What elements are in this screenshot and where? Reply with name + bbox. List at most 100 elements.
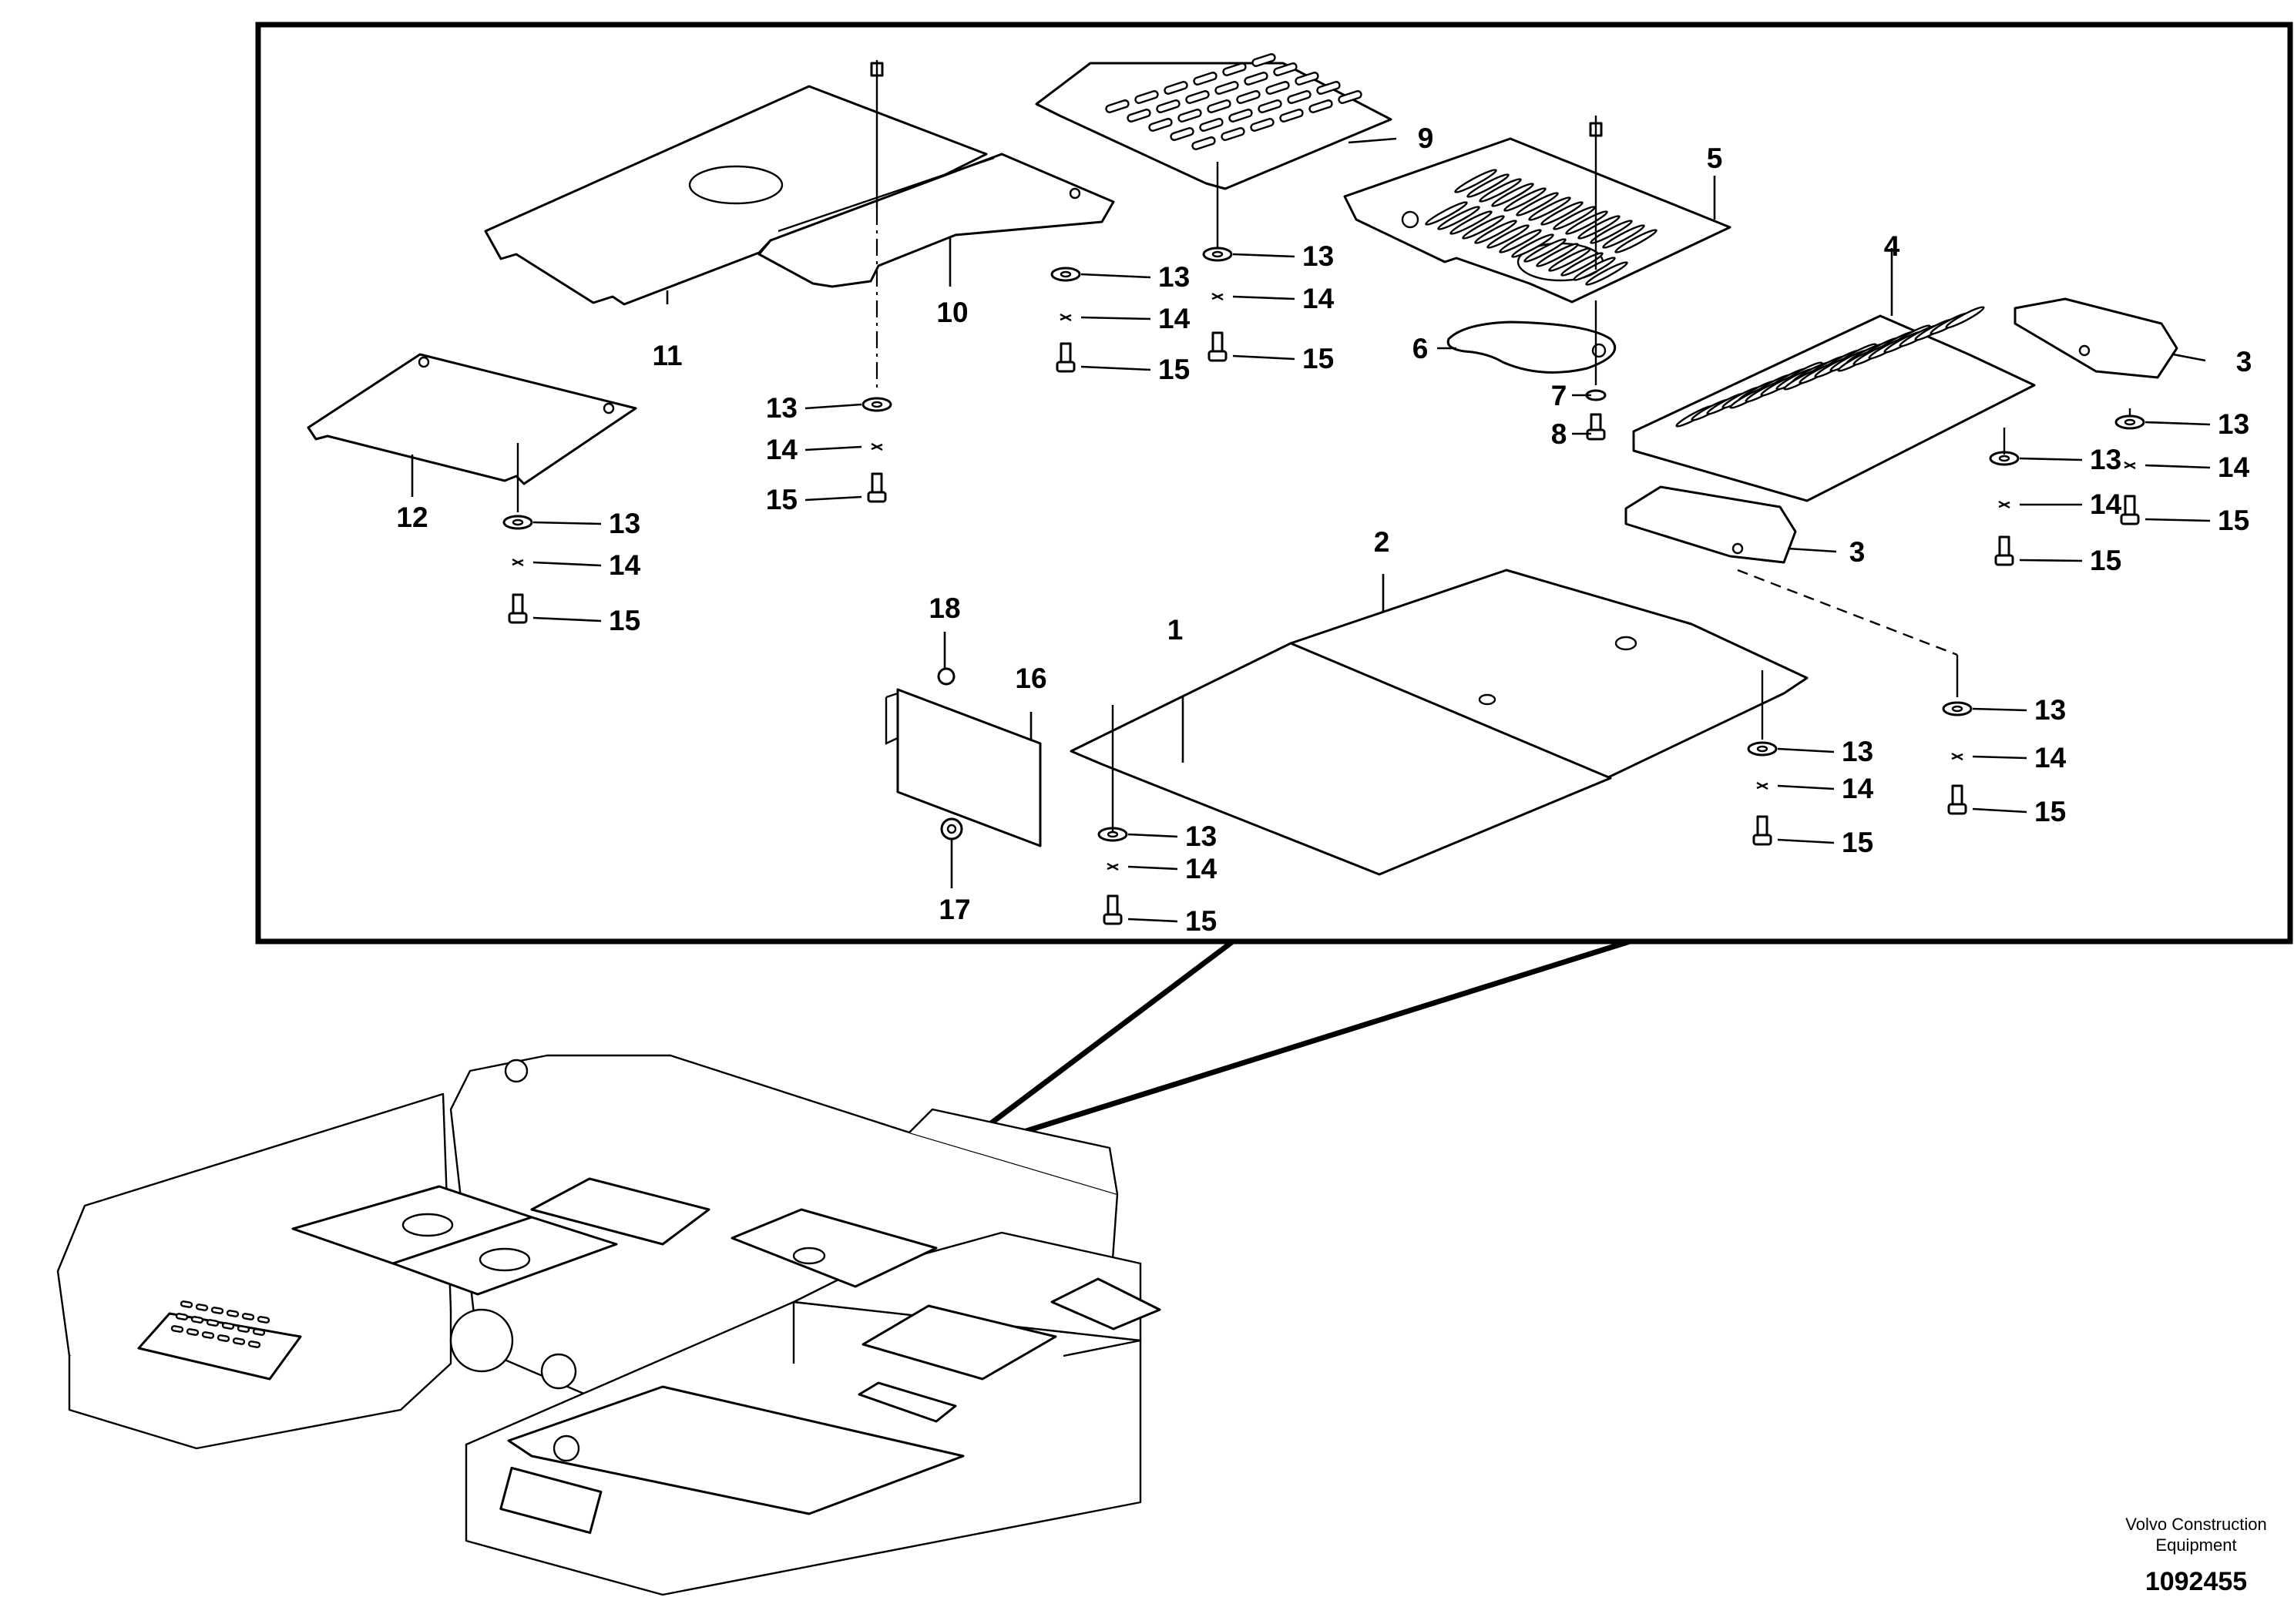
vent-slot [1258, 99, 1282, 113]
vent-slot [186, 1328, 200, 1336]
vent-slot [232, 1337, 246, 1345]
callout-screw: 15 [1842, 827, 1873, 858]
screw-15-head [867, 491, 887, 503]
hardware-leader [1777, 747, 1835, 753]
hardware-leader [1080, 365, 1151, 371]
hardware-leader [1972, 755, 2027, 760]
vent-slot [1503, 187, 1547, 212]
vent-slot [1308, 99, 1333, 113]
callout-lockwasher: 14 [1158, 303, 1191, 334]
vent-slot [1265, 81, 1290, 95]
callout-lockwasher: 14 [2218, 451, 2250, 483]
vent-slot [1499, 229, 1542, 253]
hardware-leader [1972, 707, 2027, 712]
vent-slot [1585, 261, 1628, 286]
vent-slot [1479, 178, 1522, 203]
overview-machine-frame [56, 1054, 1161, 1596]
vent-slot [1590, 220, 1633, 244]
part-17-knob [940, 817, 963, 841]
part-3-cover-lower [1624, 485, 1797, 564]
callout-screw: 15 [2218, 505, 2249, 536]
vent-slot [180, 1300, 193, 1308]
screw-15-head [1103, 913, 1123, 925]
callout-screw: 15 [1302, 343, 1334, 374]
vent-slot [1193, 72, 1218, 86]
screw-15-head [1056, 361, 1076, 373]
vent-slot [195, 1304, 209, 1311]
hardware-leader [804, 495, 862, 502]
lock-washer-14 [1060, 313, 1072, 322]
vent-slot [237, 1325, 250, 1333]
part-5-grille [1343, 137, 1731, 304]
lock-washer-14 [1211, 292, 1224, 301]
vent-slot [1560, 252, 1604, 277]
callout-9: 9 [1418, 122, 1434, 154]
vent-slot [1511, 233, 1554, 258]
part-1-plate [1070, 642, 1612, 876]
vent-slot [1134, 90, 1159, 104]
vent-slot [1207, 99, 1231, 113]
part-11-plate [484, 85, 988, 306]
vent-slot [1214, 81, 1239, 95]
callout-screw: 15 [2034, 796, 2066, 827]
vent-slot [170, 1325, 184, 1333]
hardware-leader [1080, 273, 1151, 279]
callout-lockwasher: 14 [2090, 488, 2122, 520]
hardware-leader [532, 561, 602, 567]
vent-slot [1316, 81, 1341, 95]
callout-lockwasher: 14 [1302, 283, 1335, 314]
hardware-leader [1972, 807, 2027, 814]
vent-slot [1177, 109, 1202, 122]
callout-3-upper: 3 [2236, 346, 2252, 377]
vent-slot [1425, 201, 1468, 226]
screw-15-head [1752, 834, 1772, 846]
vent-slot [1236, 90, 1261, 104]
zoom-line-right [946, 938, 1631, 1159]
lock-washer-14 [2124, 461, 2136, 470]
callout-washer: 13 [2090, 444, 2121, 475]
part-4-grille [1632, 306, 2036, 502]
vent-slot [1449, 210, 1493, 235]
vent-slot [1614, 229, 1658, 253]
hardware-leader [1080, 316, 1151, 320]
part-16-cover [885, 688, 1042, 847]
hardware-leader [1127, 918, 1178, 923]
vent-slot [1565, 210, 1608, 235]
vent-slot [1602, 224, 1645, 249]
washer-13-hole [1756, 745, 1768, 753]
credit-line-2: Equipment [2155, 1535, 2236, 1555]
vent-slot [1540, 201, 1584, 226]
callout-lockwasher: 14 [1842, 773, 1874, 804]
vent-slot [206, 1319, 220, 1327]
credit-line-1: Volvo Construction [2125, 1515, 2266, 1534]
vent-slot [1523, 238, 1567, 263]
callout-11: 11 [652, 340, 682, 371]
lock-washer-14 [512, 558, 524, 567]
vent-slot [1199, 118, 1224, 132]
callout-washer: 13 [2218, 408, 2249, 440]
callout-18: 18 [929, 592, 960, 624]
lock-washer-14 [1998, 500, 2010, 509]
part-18-fastener [937, 667, 956, 686]
vent-slot [1250, 118, 1275, 132]
lock-washer-14 [871, 442, 883, 451]
part-10-plate [757, 153, 1115, 288]
vent-slot [1338, 90, 1362, 104]
vent-slot [1156, 99, 1181, 113]
hardware-leader [804, 403, 862, 410]
part-6-plate [1446, 320, 1617, 374]
vent-slot [1528, 196, 1571, 221]
callout-8: 8 [1551, 418, 1567, 450]
callout-12: 12 [396, 502, 428, 533]
vent-slot [252, 1328, 266, 1336]
vent-slot [1273, 62, 1298, 76]
vent-slot [1437, 206, 1480, 230]
hardware-leader [2019, 559, 2083, 562]
hardware-leader [1127, 865, 1178, 871]
callout-lockwasher: 14 [766, 434, 798, 465]
vent-slot [1251, 53, 1276, 67]
hardware-leader [2145, 464, 2211, 469]
hardware-leader [2145, 518, 2211, 522]
